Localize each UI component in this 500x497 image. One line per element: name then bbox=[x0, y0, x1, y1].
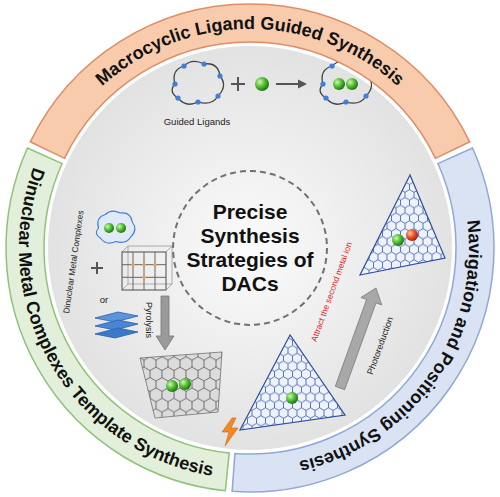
mof-framework bbox=[142, 263, 146, 267]
carbon-nitride-sheet bbox=[286, 392, 298, 404]
ligand-complex bbox=[346, 78, 358, 90]
ring-segment-fill bbox=[6, 148, 229, 491]
annotation-label: or bbox=[100, 295, 108, 305]
guided-ligand bbox=[172, 61, 223, 104]
annotation-label: Guided Ligands bbox=[164, 117, 231, 127]
reaction-arrow bbox=[298, 80, 307, 89]
graphene-sheet bbox=[140, 352, 222, 418]
carbon-nitride-sheet bbox=[360, 175, 445, 275]
mof-framework bbox=[131, 263, 157, 279]
guided-ligand bbox=[172, 81, 177, 86]
center-circle: Precise Synthesis Strategies of DACs bbox=[172, 170, 328, 326]
segment-title: Macrocyclic Ligand Guided Synthesis bbox=[92, 13, 409, 89]
graphene-sheet bbox=[166, 380, 178, 392]
carbon-nitride-sheet bbox=[360, 175, 445, 275]
guided-ligand bbox=[201, 61, 206, 66]
plus-sign bbox=[231, 77, 245, 91]
layered-sheets bbox=[95, 328, 138, 338]
mof-framework bbox=[153, 263, 157, 267]
plus-sign bbox=[91, 262, 103, 274]
carbon-nitride-sheet bbox=[360, 175, 445, 275]
ring-segment-shape: Macrocyclic Ligand Guided Synthesis bbox=[28, 2, 472, 161]
mof-framework bbox=[122, 252, 166, 290]
dinuclear-complex bbox=[116, 223, 126, 233]
guided-ligand bbox=[181, 63, 186, 68]
annotation-label: Pyrolysis bbox=[143, 302, 153, 338]
ligand-complex bbox=[343, 99, 348, 104]
ring-segment-fill bbox=[232, 148, 494, 492]
pyrolysis-arrow bbox=[156, 296, 174, 350]
segment-title: Dinuclear Metal Complexes Template Synth… bbox=[15, 166, 215, 480]
ring-segment: Macrocyclic Ligand Guided Synthesis bbox=[28, 2, 472, 161]
mof-framework bbox=[122, 252, 166, 290]
carbon-nitride-sheet bbox=[392, 234, 404, 246]
graphene-sheet bbox=[179, 378, 191, 390]
ligand-complex bbox=[363, 93, 368, 98]
segment-title: Navigation and Positioning Synthesis bbox=[297, 219, 485, 477]
dinuclear-complex bbox=[96, 211, 135, 243]
graphene-sheet bbox=[140, 352, 222, 418]
mof-framework bbox=[142, 276, 146, 280]
reaction-arrow bbox=[276, 83, 299, 85]
ring-segment-shape: Navigation and Positioning Synthesis bbox=[230, 145, 496, 494]
carbon-nitride-sheet bbox=[240, 335, 345, 430]
mof-framework bbox=[122, 246, 172, 290]
inner-disc bbox=[48, 46, 452, 450]
carbon-nitride-sheet bbox=[240, 335, 345, 430]
guided-ligand bbox=[172, 61, 223, 104]
dinuclear-complex bbox=[96, 211, 135, 243]
center-title: Precise Synthesis Strategies of DACs bbox=[182, 200, 318, 297]
layered-sheets bbox=[95, 312, 138, 338]
guided-ligand bbox=[172, 61, 222, 104]
ligand-complex bbox=[323, 95, 328, 100]
reaction-arrow bbox=[276, 80, 307, 89]
guided-ligand bbox=[215, 93, 220, 98]
ring-segment-shape: Dinuclear Metal Complexes Template Synth… bbox=[4, 145, 232, 493]
ligand-complex bbox=[329, 63, 334, 68]
light-bolt bbox=[222, 418, 238, 446]
guided-ligand bbox=[175, 95, 180, 100]
dinuclear-complex bbox=[104, 223, 114, 233]
mof-framework bbox=[122, 246, 172, 290]
guided-ligand bbox=[195, 99, 200, 104]
ring-segment-fill bbox=[30, 4, 469, 158]
ring-segment: Navigation and Positioning Synthesis bbox=[230, 145, 496, 494]
guided-ligand bbox=[217, 73, 222, 78]
carbon-nitride-sheet bbox=[406, 229, 418, 241]
ring-segment: Dinuclear Metal Complexes Template Synth… bbox=[4, 145, 232, 493]
ligand-complex bbox=[320, 81, 325, 86]
carbon-nitride-sheet bbox=[240, 335, 345, 430]
mof-framework bbox=[131, 263, 135, 267]
ligand-complex bbox=[333, 78, 345, 90]
dinuclear-complex bbox=[96, 211, 135, 243]
metal-atom bbox=[255, 77, 269, 91]
graphene-sheet bbox=[140, 352, 222, 418]
